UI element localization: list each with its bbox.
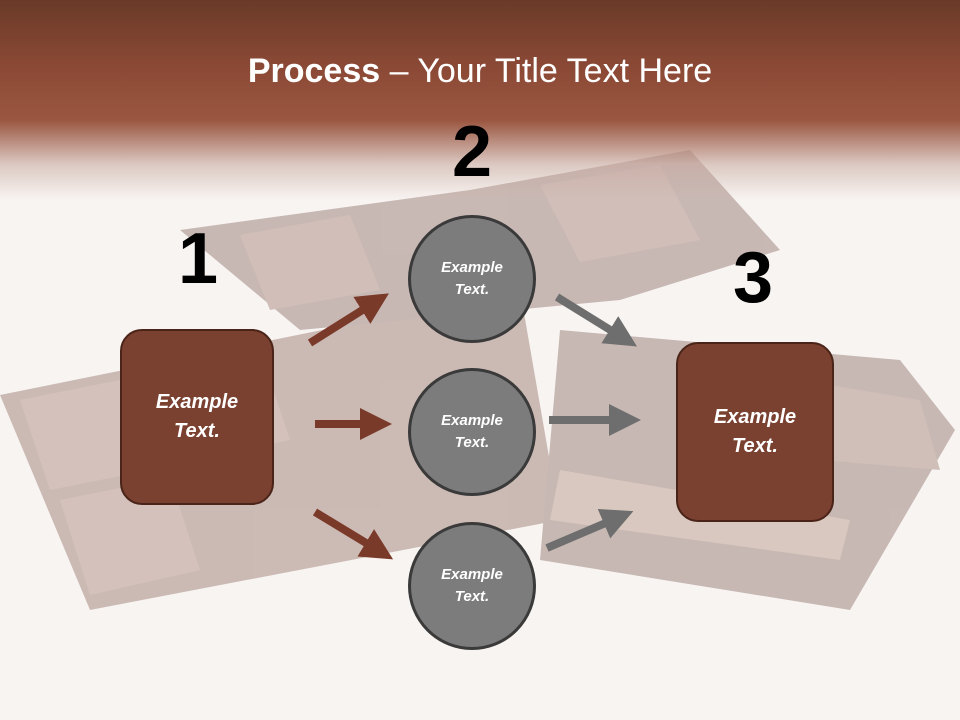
step-1-box[interactable]: Example Text. xyxy=(120,329,274,505)
step-1-box-line1: Example xyxy=(155,391,239,413)
arrow-down-left xyxy=(312,508,394,560)
step-number-3: 3 xyxy=(732,238,774,318)
step-2-circle-bottom[interactable]: Example Text. xyxy=(408,522,536,650)
title-rest: – Your Title Text Here xyxy=(380,52,713,90)
step-number-1: 1 xyxy=(177,219,219,299)
arrow-down-right xyxy=(554,293,638,347)
circle-top-line2: Text. xyxy=(454,281,490,298)
step-3-box-line2: Text. xyxy=(732,435,778,457)
arrow-up-left xyxy=(307,293,389,347)
slide-title: Process – Your Title Text Here xyxy=(0,52,960,91)
circle-bottom-line2: Text. xyxy=(454,588,490,605)
circle-bottom-line1: Example xyxy=(441,565,503,583)
step-3-box[interactable]: Example Text. xyxy=(676,342,834,522)
step-3-box-line1: Example xyxy=(713,406,797,428)
circle-middle-line2: Text. xyxy=(454,434,490,451)
step-1-box-line2: Text. xyxy=(174,420,220,442)
step-number-2: 2 xyxy=(451,112,493,192)
arrow-up-right xyxy=(545,508,634,552)
circle-middle-line1: Example xyxy=(441,411,503,429)
header-band xyxy=(0,0,960,200)
title-strong: Process xyxy=(247,52,381,90)
circle-top-line1: Example xyxy=(441,258,503,276)
step-2-circle-top[interactable]: Example Text. xyxy=(408,215,536,343)
step-2-circle-middle[interactable]: Example Text. xyxy=(408,368,536,496)
